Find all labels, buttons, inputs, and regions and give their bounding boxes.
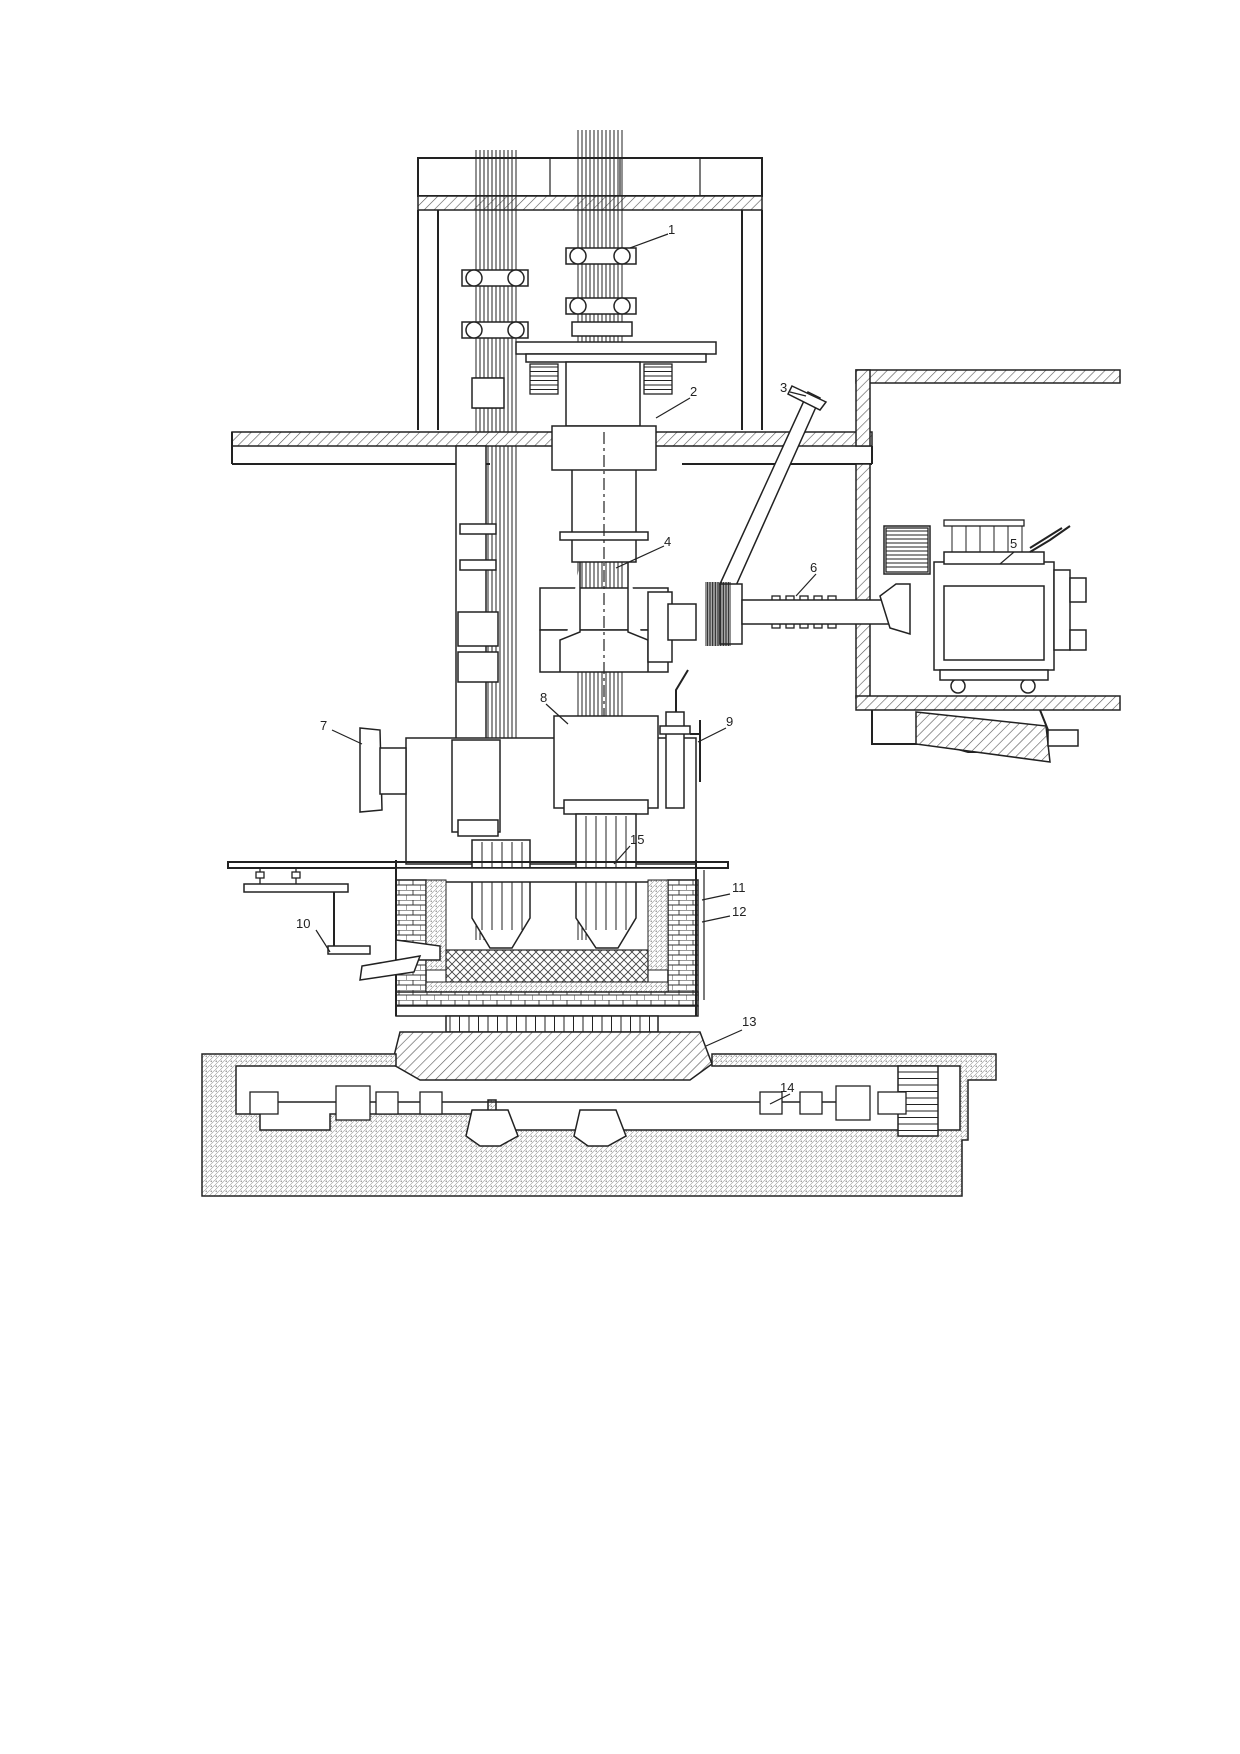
callout-8: 8 bbox=[540, 690, 547, 705]
transformer bbox=[883, 519, 1087, 694]
callout-15: 15 bbox=[630, 832, 644, 847]
tap-spout bbox=[227, 862, 441, 981]
electrode-holder bbox=[553, 715, 659, 815]
furnace-hood bbox=[359, 727, 697, 865]
callout-12: 12 bbox=[732, 904, 746, 919]
callout-13: 13 bbox=[742, 1014, 756, 1029]
callout-1: 1 bbox=[668, 222, 675, 237]
transformer-room bbox=[855, 369, 1121, 763]
foundation bbox=[201, 1053, 997, 1197]
callout-2: 2 bbox=[690, 384, 697, 399]
callout-11: 11 bbox=[732, 880, 746, 895]
callout-7: 7 bbox=[320, 718, 327, 733]
hoist-platform bbox=[471, 341, 717, 427]
callout-3: 3 bbox=[780, 380, 787, 395]
electrode-clamps bbox=[461, 247, 637, 339]
callout-5: 5 bbox=[1010, 536, 1017, 551]
probe-tube bbox=[659, 669, 701, 809]
rotation-ring bbox=[391, 1015, 713, 1081]
callout-14: 14 bbox=[780, 1080, 794, 1095]
callout-4: 4 bbox=[664, 534, 671, 549]
callout-9: 9 bbox=[726, 714, 733, 729]
callout-labels: 1 2 3 4 5 6 7 8 9 10 11 12 13 14 15 bbox=[296, 222, 1017, 1095]
exhaust-duct bbox=[705, 582, 911, 646]
central-column bbox=[539, 425, 697, 820]
callout-leaders bbox=[315, 233, 1015, 1105]
callout-10: 10 bbox=[296, 916, 310, 931]
callout-6: 6 bbox=[810, 560, 817, 575]
